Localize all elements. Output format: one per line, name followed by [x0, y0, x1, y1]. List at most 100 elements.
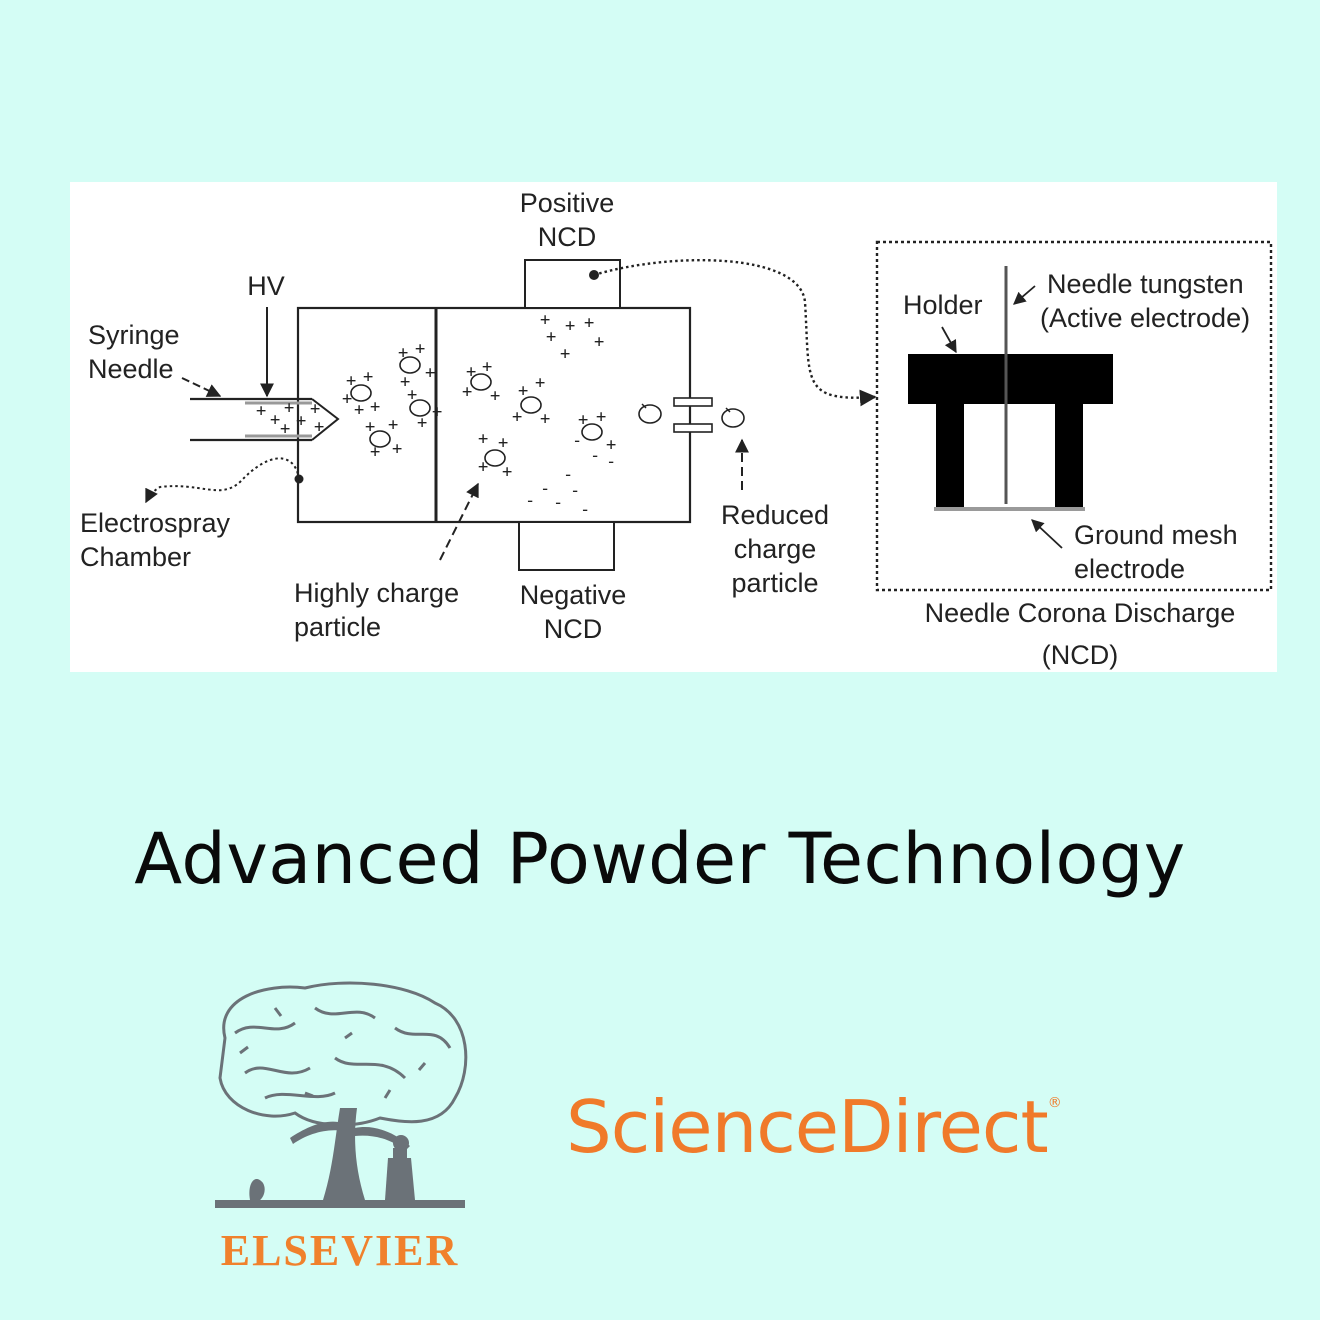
elsevier-tree-logo — [205, 978, 475, 1278]
positive-ncd-label-2: NCD — [538, 222, 597, 252]
svg-text:+: + — [478, 429, 488, 449]
svg-text:-: - — [572, 431, 582, 451]
needle-tungsten-label-2: (Active electrode) — [1040, 303, 1250, 333]
electrospray-label-1: Electrospray — [80, 508, 231, 538]
holder-label: Holder — [903, 290, 983, 320]
svg-text:+: + — [346, 371, 356, 391]
positive-ncd-label-1: Positive — [520, 188, 615, 218]
svg-text:+: + — [365, 417, 375, 437]
svg-text:+: + — [432, 402, 442, 422]
svg-text:+: + — [256, 401, 266, 421]
needle-tungsten-label-1: Needle tungsten — [1047, 269, 1244, 299]
svg-text:+: + — [425, 363, 435, 383]
svg-text:+: + — [310, 399, 320, 419]
svg-text:+: + — [584, 313, 594, 333]
svg-text:+: + — [407, 385, 417, 405]
svg-text:-: - — [570, 481, 580, 501]
reduced-charge-particles — [638, 403, 745, 428]
svg-text:+: + — [490, 386, 500, 406]
svg-text:-: - — [563, 465, 573, 485]
svg-text:+: + — [415, 339, 425, 359]
reduced-charge-label-1: Reduced — [721, 500, 829, 530]
taylor-cone — [311, 398, 340, 441]
sciencedirect-text: ScienceDirect — [566, 1085, 1049, 1169]
svg-text:+: + — [280, 419, 290, 439]
svg-text:+: + — [284, 398, 294, 418]
svg-text:+: + — [512, 407, 522, 427]
ground-mesh-label-2: electrode — [1074, 554, 1185, 584]
ncd-holder — [908, 354, 1113, 508]
journal-title: Advanced Powder Technology — [134, 818, 1186, 900]
svg-text:-: - — [580, 500, 590, 520]
ncd-detail-box — [875, 240, 1273, 592]
svg-text:+: + — [417, 413, 427, 433]
svg-text:+: + — [466, 362, 476, 382]
outlet-bottom — [673, 423, 713, 433]
svg-text:+: + — [370, 397, 380, 417]
diagram-panel: + + + + + + + + + + + + + + + + + + + + … — [70, 182, 1277, 672]
svg-text:+: + — [392, 439, 402, 459]
ncd-caption-1: Needle Corona Discharge — [925, 598, 1236, 628]
svg-text:+: + — [462, 382, 472, 402]
highly-charged-particles-right: + + + + + + + + + + + + + + - + - - — [462, 357, 616, 482]
positive-ions: + + + + + + — [540, 310, 604, 364]
svg-text:+: + — [518, 381, 528, 401]
svg-text:-: - — [606, 452, 616, 472]
elsevier-tree-icon — [215, 981, 468, 1208]
svg-text:+: + — [270, 410, 280, 430]
svg-text:+: + — [478, 457, 488, 477]
negative-ions: - - - - - - — [525, 465, 590, 520]
svg-text:+: + — [502, 462, 512, 482]
ncd-diagram: + + + + + + + + + + + + + + + + + + + + … — [80, 188, 1273, 670]
svg-text:-: - — [540, 479, 550, 499]
elsevier-wordmark: ELSEVIER — [220, 1226, 460, 1275]
svg-text:+: + — [540, 310, 550, 330]
svg-text:-: - — [553, 493, 563, 513]
positive-ncd-box — [524, 259, 621, 309]
svg-text:+: + — [400, 372, 410, 392]
svg-text:+: + — [482, 357, 492, 377]
syringe-label-1: Syringe — [88, 320, 180, 350]
outlet-top — [673, 397, 713, 407]
svg-text:+: + — [398, 343, 408, 363]
svg-text:+: + — [354, 400, 364, 420]
svg-text:+: + — [606, 435, 616, 455]
svg-text:-: - — [525, 491, 535, 511]
negative-ncd-label-2: NCD — [544, 614, 603, 644]
ncd-caption-2: (NCD) — [1042, 640, 1118, 670]
hv-label: HV — [247, 271, 285, 301]
svg-text:+: + — [498, 433, 508, 453]
negative-ncd-label-1: Negative — [520, 580, 627, 610]
svg-text:-: - — [590, 446, 600, 466]
chamber-outline — [296, 306, 692, 524]
svg-text:+: + — [314, 417, 324, 437]
sciencedirect-wordmark: ScienceDirect® — [566, 1085, 1062, 1169]
electrospray-pointer — [145, 457, 300, 504]
ground-mesh-label-1: Ground mesh — [1074, 520, 1238, 550]
ncd-detail-connector — [593, 258, 877, 407]
highly-charged-particles-left: + + + + + + + + + + + + + + + + — [342, 339, 442, 462]
svg-text:+: + — [546, 327, 556, 347]
svg-text:+: + — [565, 316, 575, 336]
svg-text:+: + — [370, 442, 380, 462]
svg-text:+: + — [342, 389, 352, 409]
highly-charge-label-2: particle — [294, 612, 381, 642]
svg-text:+: + — [594, 332, 604, 352]
trademark-mark: ® — [1047, 1095, 1062, 1111]
highly-charge-label-1: Highly charge — [294, 578, 459, 608]
svg-text:+: + — [363, 367, 373, 387]
svg-text:+: + — [560, 344, 570, 364]
highly-charge-pointer — [439, 482, 479, 561]
svg-text:+: + — [388, 415, 398, 435]
svg-text:+: + — [578, 410, 588, 430]
svg-text:+: + — [296, 411, 306, 431]
svg-text:+: + — [596, 407, 606, 427]
negative-ncd-box — [518, 521, 615, 571]
svg-text:+: + — [535, 373, 545, 393]
reduced-charge-label-3: particle — [731, 568, 818, 598]
syringe-label-2: Needle — [88, 354, 174, 384]
reduced-charge-label-2: charge — [734, 534, 817, 564]
svg-text:+: + — [540, 409, 550, 429]
needle-charges: + + + + + + + — [256, 398, 324, 439]
electrospray-label-2: Chamber — [80, 542, 191, 572]
